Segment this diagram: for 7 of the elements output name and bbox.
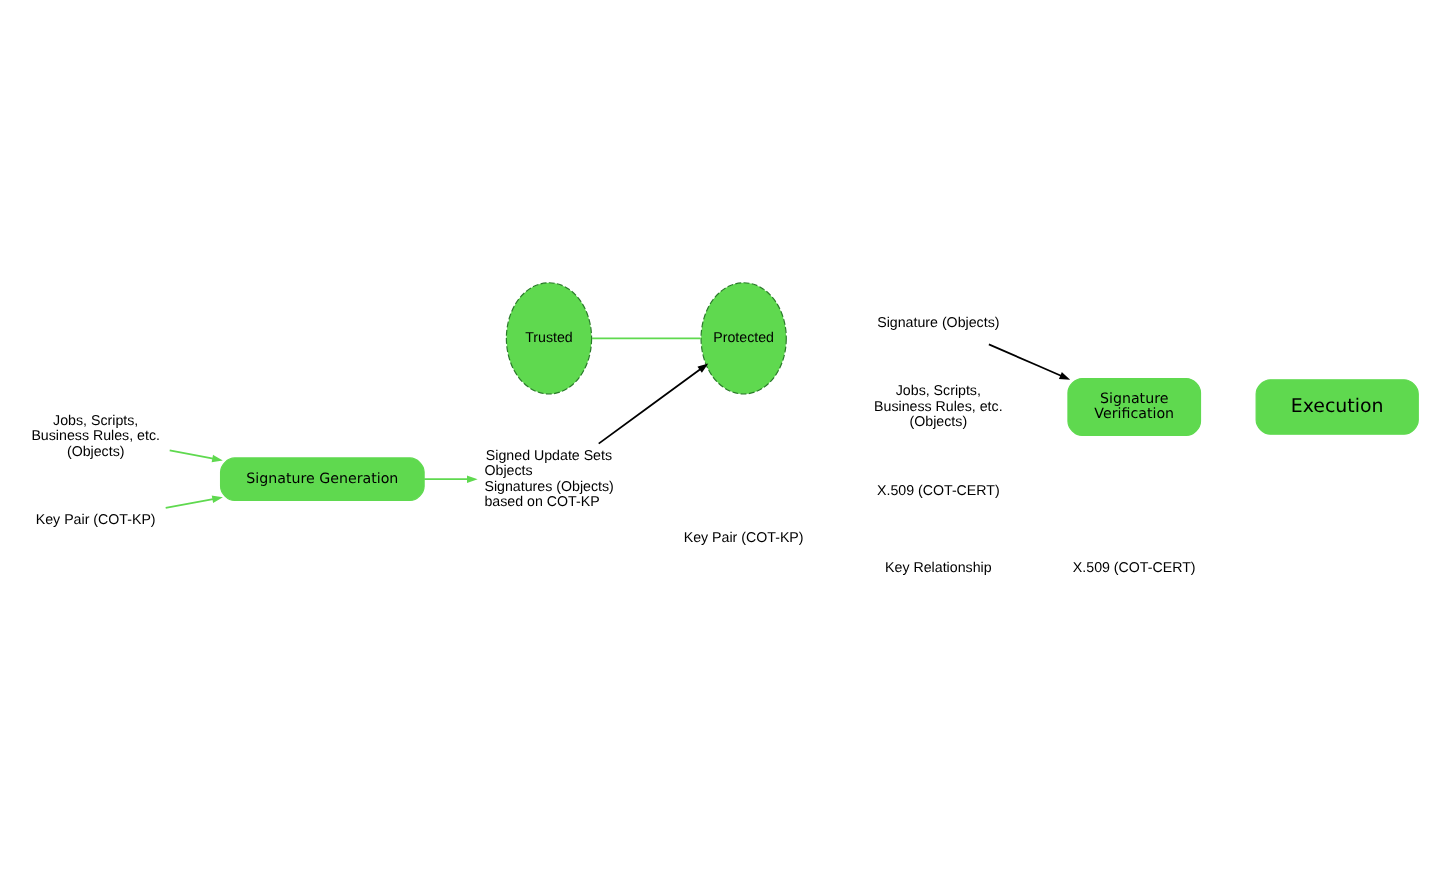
node-box: Execution [1255, 378, 1419, 434]
arrow [168, 448, 223, 462]
arrow [423, 474, 478, 482]
arrow [597, 362, 709, 444]
connector [591, 336, 702, 339]
arrow [988, 342, 1071, 379]
arrow [164, 494, 223, 508]
